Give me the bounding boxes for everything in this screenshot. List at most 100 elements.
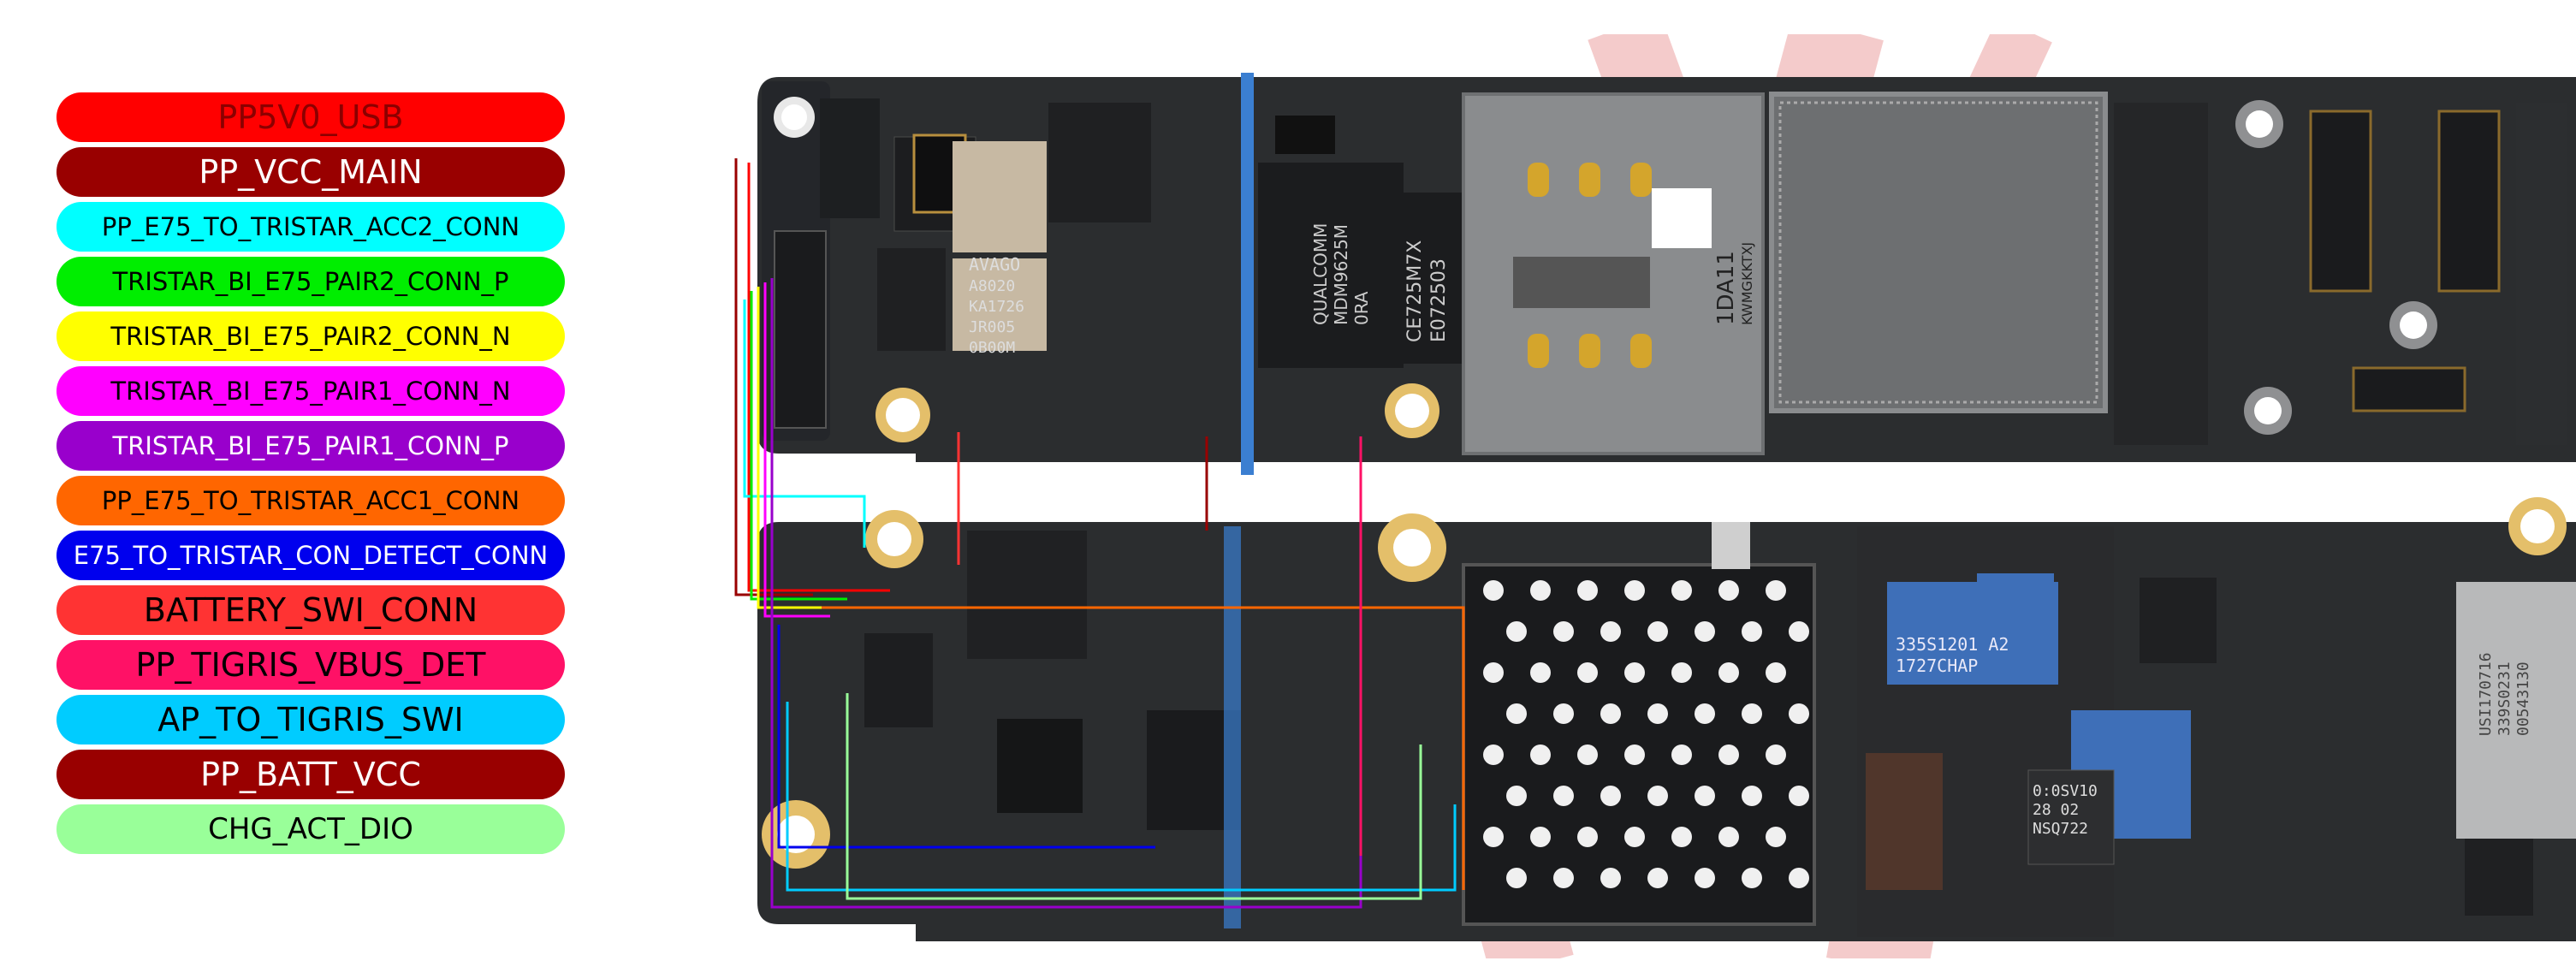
bga-ball	[1695, 868, 1715, 888]
bga-ball	[1695, 786, 1715, 806]
bga-ball	[1506, 786, 1527, 806]
legend-item-pp-tigris-vbus-det: PP_TIGRIS_VBUS_DET	[56, 640, 565, 690]
legend-item-tristar-bi-e75-pair2-conn-n: TRISTAR_BI_E75_PAIR2_CONN_N	[56, 311, 565, 361]
bga-ball	[1600, 703, 1621, 724]
trace-acc2	[743, 300, 866, 548]
bga-ball	[1789, 868, 1809, 888]
trace-pair2-n	[757, 287, 839, 609]
bga-ball	[1695, 703, 1715, 724]
sim-tag-label: 1DA11	[1713, 251, 1739, 325]
qualcomm-part-label: MDM9625M	[1331, 224, 1351, 325]
bga-ball	[1600, 786, 1621, 806]
legend-item-tristar-bi-e75-pair1-conn-p: TRISTAR_BI_E75_PAIR1_CONN_P	[56, 421, 565, 471]
trace-acc1	[822, 606, 1465, 890]
bga-ball	[1671, 744, 1692, 765]
bga-ball	[1506, 621, 1527, 642]
bga-ball	[1553, 868, 1574, 888]
bga-ball	[1577, 662, 1598, 683]
bga-ball	[1742, 703, 1762, 724]
logic-board-diagram: AVAGO A8020 KA1726 JR005 0B00M QUALCOMM …	[734, 34, 2576, 958]
bga-ball	[1766, 827, 1786, 847]
legend-item-tristar-bi-e75-pair2-conn-p: TRISTAR_BI_E75_PAIR2_CONN_P	[56, 257, 565, 306]
legend-item-pp5v0-usb: PP5V0_USB	[56, 92, 565, 142]
avago-chip-label: AVAGO	[969, 254, 1020, 275]
trace-con-detect	[777, 625, 1155, 849]
bga-ball	[1718, 662, 1739, 683]
bga-ball	[1671, 827, 1692, 847]
bga-ball	[1483, 744, 1504, 765]
ce-code-label: CE725M7X	[1404, 240, 1426, 342]
bga-ball	[1718, 580, 1739, 601]
bga-ball	[1506, 868, 1527, 888]
bga-ball	[1647, 786, 1668, 806]
bga-ball	[1506, 703, 1527, 724]
bga-ball	[1624, 580, 1645, 601]
avago-line-label: JR005	[969, 318, 1015, 336]
bga-ball	[1600, 621, 1621, 642]
legend-item-ap-to-tigris-swi: AP_TO_TIGRIS_SWI	[56, 695, 565, 744]
bga-ball	[1766, 580, 1786, 601]
bga-ball	[1553, 621, 1574, 642]
bga-ball	[1577, 580, 1598, 601]
legend-item-pp-e75-to-tristar-acc2-conn: PP_E75_TO_TRISTAR_ACC2_CONN	[56, 202, 565, 252]
bga-ball	[1742, 868, 1762, 888]
bga-ball	[1766, 744, 1786, 765]
nand-line-label: 00543130	[2514, 661, 2532, 736]
trace-tigris-swi	[786, 702, 1457, 892]
bga-ball	[1742, 786, 1762, 806]
sim-tag2-label: KWMGKKTXJ	[1739, 242, 1755, 325]
bga-ball	[1624, 744, 1645, 765]
bga-ball	[1671, 662, 1692, 683]
pmic-lot-label: 28 02	[2033, 801, 2079, 819]
net-traces	[734, 158, 1465, 909]
legend-item-pp-vcc-main: PP_VCC_MAIN	[56, 147, 565, 197]
bga-ball	[1647, 868, 1668, 888]
apple-part-label: 335S1201 A2	[1896, 634, 2009, 655]
bga-ball	[1530, 827, 1551, 847]
legend-item-pp-batt-vcc: PP_BATT_VCC	[56, 750, 565, 799]
avago-lot-label: KA1726	[969, 298, 1024, 316]
bga-ball	[1766, 662, 1786, 683]
bga-ball	[1530, 580, 1551, 601]
apple-lot-label: 1727CHAP	[1896, 655, 1978, 676]
trace-pp5v0-usb	[747, 163, 890, 592]
bga-ball	[1742, 621, 1762, 642]
qualcomm-rev-label: 0RA	[1351, 291, 1372, 325]
pmic-line-label: NSQ722	[2033, 820, 2088, 838]
bga-ball	[1483, 662, 1504, 683]
bottom-board-section: 335S1201 A2 1727CHAP 0:0SV10 28 02 NSQ72…	[757, 497, 2576, 941]
bga-ball	[1647, 621, 1668, 642]
bga-ball	[1577, 827, 1598, 847]
bga-ball	[1530, 744, 1551, 765]
legend-item-e75-to-tristar-con-detect-conn: E75_TO_TRISTAR_CON_DETECT_CONN	[56, 531, 565, 580]
trace-pp-vcc-main	[734, 158, 813, 596]
qualcomm-label: QUALCOMM	[1310, 223, 1331, 325]
bga-ball	[1789, 703, 1809, 724]
bga-ball	[1624, 827, 1645, 847]
legend-item-tristar-bi-e75-pair1-conn-n: TRISTAR_BI_E75_PAIR1_CONN_N	[56, 366, 565, 416]
bga-ball	[1718, 827, 1739, 847]
bga-ball	[1695, 621, 1715, 642]
bga-ball	[1647, 703, 1668, 724]
ce-lot-label: E072503	[1428, 258, 1450, 342]
avago-code-label: A8020	[969, 277, 1015, 295]
bga-ball	[1483, 580, 1504, 601]
trace-chg-act	[846, 693, 1422, 900]
nand-code-label: USI170716	[2477, 652, 2495, 736]
bga-ball	[1530, 662, 1551, 683]
bga-ball	[1577, 744, 1598, 765]
bga-ball	[1600, 868, 1621, 888]
avago-line2-label: 0B00M	[969, 339, 1015, 357]
legend-item-chg-act-dio: CHG_ACT_DIO	[56, 804, 565, 854]
legend-item-battery-swi-conn: BATTERY_SWI_CONN	[56, 585, 565, 635]
bga-ball	[1553, 786, 1574, 806]
pmic-code-label: 0:0SV10	[2033, 782, 2098, 800]
bga-ball	[1789, 621, 1809, 642]
top-board-section: AVAGO A8020 KA1726 JR005 0B00M QUALCOMM …	[757, 73, 2576, 475]
trace-pair2-p	[750, 291, 847, 601]
bga-ball	[1718, 744, 1739, 765]
nand-lot-label: 339S0231	[2496, 661, 2514, 736]
trace-pair1-p	[770, 278, 1362, 909]
bga-ball	[1789, 786, 1809, 806]
